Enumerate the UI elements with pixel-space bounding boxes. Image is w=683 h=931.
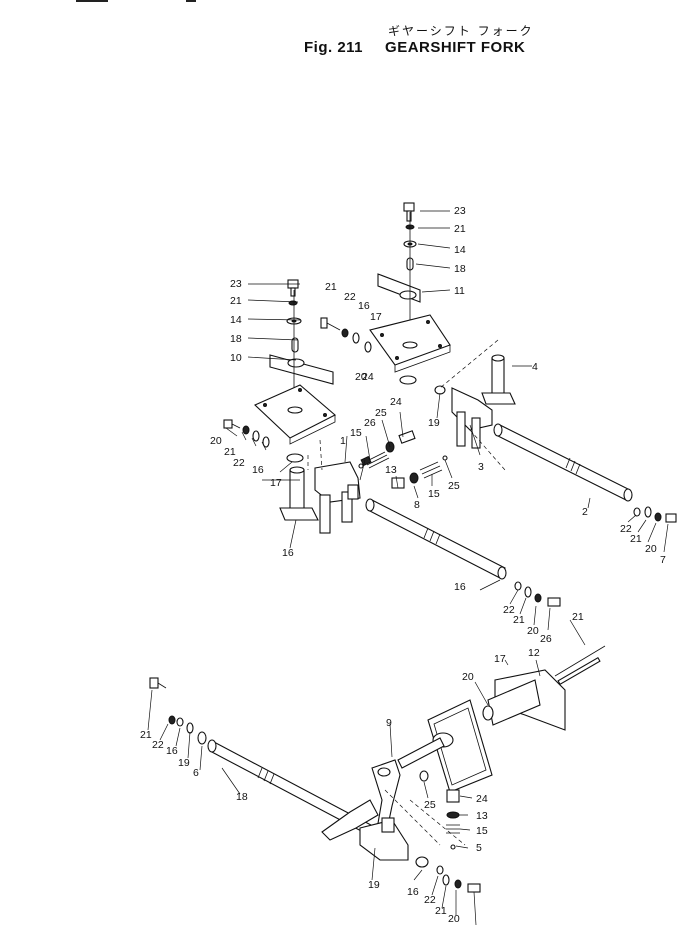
callout-label: 19: [428, 417, 440, 429]
callout-label: 16: [282, 547, 294, 559]
callout-label: 20: [527, 625, 539, 637]
shaft-7: [365, 498, 561, 607]
mid-bolt-group: [320, 317, 372, 353]
shaft-8: [493, 423, 677, 523]
diagram-title-english: GEARSHIFT FORK: [385, 39, 526, 56]
callout-label: 17: [270, 477, 282, 489]
callout-label: 3: [478, 461, 484, 473]
upper-right-bolt-stack: [369, 202, 451, 385]
callout-label: 21: [435, 905, 447, 917]
callout-label: 22: [233, 457, 245, 469]
callout-label: 21: [224, 446, 236, 458]
callout-label: 13: [385, 464, 397, 476]
callout-label: 9: [386, 717, 392, 729]
callout-label: 21: [630, 533, 642, 545]
upper-left-bolt-stack: [254, 279, 336, 463]
callout-label: 16: [166, 745, 178, 757]
callout-label: 23: [230, 278, 242, 290]
callout-label: 10: [230, 352, 242, 364]
callout-label: 5: [476, 842, 482, 854]
callout-label: 23: [454, 205, 466, 217]
callout-label: 20: [462, 671, 474, 683]
fork-4-assembly: [434, 354, 516, 449]
header-rule-left: [76, 0, 108, 2]
header-rule-right: [186, 0, 196, 2]
callout-label: 13: [476, 810, 488, 822]
callout-label: 16: [252, 464, 264, 476]
callout-label: 21: [140, 729, 152, 741]
callout-label: 14: [454, 244, 466, 256]
callout-label: 16: [407, 886, 419, 898]
callout-label: 26: [364, 417, 376, 429]
callout-label: 24: [476, 793, 488, 805]
callout-label: 15: [476, 825, 488, 837]
callout-label: 24: [362, 371, 374, 383]
shaft-9-and-fork-5: [149, 677, 481, 893]
callout-label: 6: [193, 767, 199, 779]
callout-label: 17: [370, 311, 382, 323]
callout-label: 18: [236, 791, 248, 803]
diagram-title: Fig. 211 GEARSHIFT FORK: [304, 39, 525, 56]
callout-label: 15: [350, 427, 362, 439]
callout-label: 18: [230, 333, 242, 345]
callout-label: 19: [368, 879, 380, 891]
lever-12-and-cover: [427, 645, 606, 793]
callout-label: 18: [454, 263, 466, 275]
leader-dashes: [307, 339, 506, 846]
callout-label: 16: [358, 300, 370, 312]
callout-label: 24: [390, 396, 402, 408]
callout-label: 7: [660, 554, 666, 566]
callout-label: 25: [424, 799, 436, 811]
callout-label: 17: [494, 653, 506, 665]
callout-label: 21: [454, 223, 466, 235]
callout-label: 25: [375, 407, 387, 419]
callout-label: 16: [454, 581, 466, 593]
callout-label: 22: [424, 894, 436, 906]
leader-lines: [147, 210, 669, 926]
callout-label: 11: [454, 285, 465, 297]
callout-label: 12: [528, 647, 540, 659]
callout-label: 21: [513, 614, 525, 626]
callout-label: 22: [620, 523, 632, 535]
detent-bottom: [446, 789, 460, 850]
callout-label: 8: [414, 499, 420, 511]
callout-label: 19: [178, 757, 190, 769]
callout-label: 22: [344, 291, 356, 303]
callout-label: 21: [572, 611, 584, 623]
detent-lower: [391, 455, 448, 489]
callout-label: 25: [448, 480, 460, 492]
callout-label: 14: [230, 314, 242, 326]
callout-label: 20: [645, 543, 657, 555]
callouts: 23 21 14 18 11 23 21 14 18 10 20 21 22 1…: [140, 205, 666, 925]
diagram-title-japanese: ギヤーシフト フォーク: [388, 24, 534, 38]
callout-label: 4: [532, 361, 538, 373]
figure-number: Fig. 211: [304, 39, 364, 56]
left-bolt-group: [223, 419, 270, 448]
callout-label: 20: [210, 435, 222, 447]
fork-2-assembly: [279, 461, 361, 534]
fork-6: [371, 737, 445, 836]
callout-label: 21: [325, 281, 337, 293]
callout-label: 20: [448, 913, 460, 925]
callout-label: 22: [503, 604, 515, 616]
callout-label: 1: [340, 435, 346, 447]
callout-label: 20: [355, 371, 367, 383]
callout-label: 2: [582, 506, 588, 518]
callout-label: 22: [152, 739, 164, 751]
callout-label: 15: [428, 488, 440, 500]
callout-label: 21: [230, 295, 242, 307]
callout-label: 26: [540, 633, 552, 645]
